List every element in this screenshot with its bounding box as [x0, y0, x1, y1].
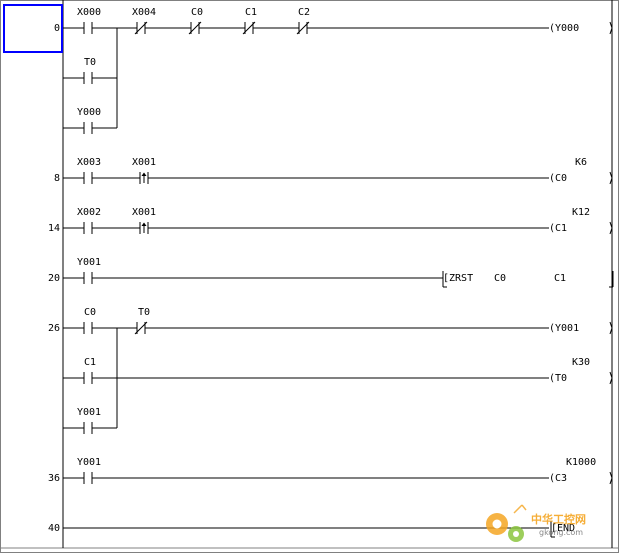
label-x000: X000	[77, 7, 101, 18]
label-t0: T0	[84, 57, 96, 68]
contact-y000-no[interactable]	[83, 122, 93, 134]
watermark-url: gkong.com	[539, 528, 583, 537]
coil-y000[interactable]: (Y000	[549, 23, 579, 34]
constant-k30: K30	[572, 357, 590, 368]
rung-36[interactable]	[63, 471, 613, 485]
coil-c3[interactable]: (C3	[549, 473, 567, 484]
step-number-26: 26	[48, 323, 60, 334]
label-y001: Y001	[77, 257, 101, 268]
contact-x001-rising-edge[interactable]	[139, 172, 149, 184]
contact-x003-no[interactable]	[83, 172, 93, 184]
label-x003: X003	[77, 157, 101, 168]
watermark-title: 中华工控网	[531, 512, 586, 526]
instruction-arg-c1: C1	[554, 273, 566, 284]
step-number-20: 20	[48, 273, 60, 284]
gear-icon	[486, 504, 527, 542]
contact-c0-no[interactable]	[83, 322, 93, 334]
step-number-40: 40	[48, 523, 60, 534]
step-number-36: 36	[48, 473, 60, 484]
constant-k1000: K1000	[566, 457, 596, 468]
step-number-14: 14	[48, 223, 60, 234]
contact-x001-rising-edge[interactable]	[139, 222, 149, 234]
constant-k6: K6	[575, 157, 587, 168]
coil-c0[interactable]: (C0	[549, 173, 567, 184]
contact-y001-no[interactable]	[83, 472, 93, 484]
rung-40[interactable]	[63, 521, 555, 538]
step-number-0: 0	[54, 23, 60, 34]
label-y001: Y001	[77, 457, 101, 468]
rung-14[interactable]	[63, 221, 613, 235]
instruction-arg-c0: C0	[494, 273, 506, 284]
contact-c1-no[interactable]	[83, 372, 93, 384]
label-c0: C0	[191, 7, 203, 18]
contact-y001-no[interactable]	[83, 272, 93, 284]
label-x001: X001	[132, 157, 156, 168]
gkong-watermark-logo: 中华工控网 gkong.com	[481, 503, 613, 549]
end-instruction[interactable]: [END	[551, 523, 575, 534]
label-y001: Y001	[77, 407, 101, 418]
rung-20[interactable]	[63, 271, 614, 288]
coil-y001[interactable]: (Y001	[549, 323, 579, 334]
label-c0: C0	[84, 307, 96, 318]
step-number-8: 8	[54, 173, 60, 184]
label-x004: X004	[132, 7, 156, 18]
label-y000: Y000	[77, 107, 101, 118]
label-c1: C1	[245, 7, 257, 18]
label-x001: X001	[132, 207, 156, 218]
rung-26[interactable]	[63, 321, 613, 434]
coil-t0[interactable]: (T0	[549, 373, 567, 384]
contact-t0-no[interactable]	[83, 72, 93, 84]
contact-x002-no[interactable]	[83, 222, 93, 234]
label-x002: X002	[77, 207, 101, 218]
contact-y001-no[interactable]	[83, 422, 93, 434]
constant-k12: K12	[572, 207, 590, 218]
label-t0: T0	[138, 307, 150, 318]
label-c1: C1	[84, 357, 96, 368]
rung-0[interactable]	[63, 21, 613, 134]
selection-cursor[interactable]	[3, 4, 63, 53]
label-c2: C2	[298, 7, 310, 18]
instruction-zrst[interactable]: [ZRST	[443, 273, 473, 284]
rung-8[interactable]	[63, 171, 613, 185]
coil-c1[interactable]: (C1	[549, 223, 567, 234]
contact-x000-no[interactable]	[83, 22, 93, 34]
